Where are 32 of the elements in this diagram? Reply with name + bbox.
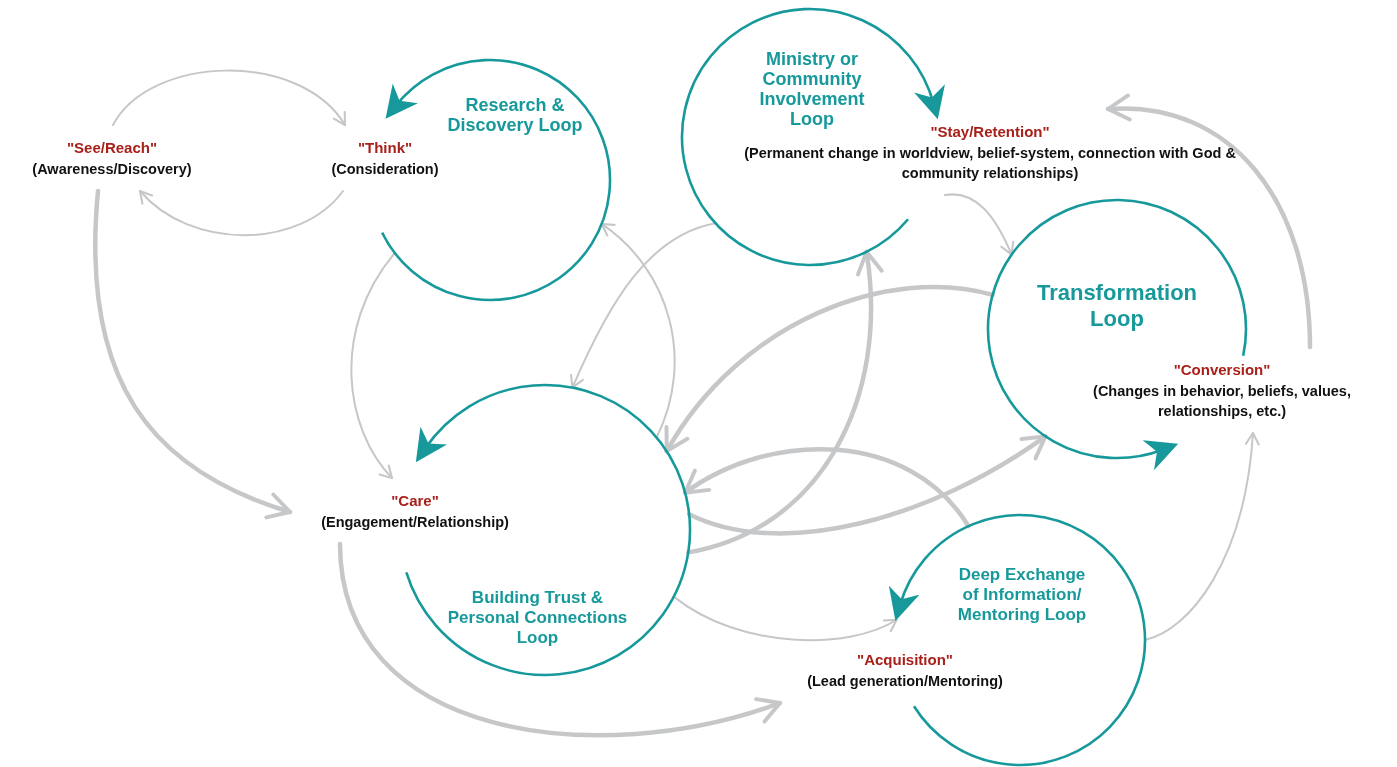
stage-description: (Engagement/Relationship) bbox=[320, 513, 510, 532]
loop-title: Transformation Loop bbox=[1035, 280, 1199, 332]
arrow bbox=[570, 222, 717, 389]
arrow bbox=[1144, 431, 1260, 641]
loop-title: Ministry or Community Involvement Loop bbox=[758, 49, 866, 129]
loop-title: Research & Discovery Loop bbox=[446, 95, 584, 135]
stage-name: "Care" bbox=[390, 491, 440, 511]
arrow bbox=[686, 434, 1048, 536]
stage-name: "See/Reach" bbox=[65, 138, 159, 158]
stage-description: (Permanent change in worldview, belief-system, connection with God & community relationships) bbox=[743, 144, 1237, 183]
arrow bbox=[664, 284, 995, 454]
arrow bbox=[350, 252, 396, 480]
stage-description: (Awareness/Discovery) bbox=[31, 160, 193, 179]
arrow bbox=[672, 595, 898, 642]
stage-name: "Stay/Retention" bbox=[929, 122, 1051, 142]
stage-description: (Lead generation/Mentoring) bbox=[806, 672, 1004, 691]
arrow bbox=[944, 193, 1014, 256]
loop-title: Deep Exchange of Information/ Mentoring Loop bbox=[956, 565, 1088, 625]
stage-description: (Consideration) bbox=[330, 160, 440, 179]
arrow bbox=[337, 541, 783, 738]
stage-name: "Acquisition" bbox=[856, 650, 954, 670]
arrow bbox=[138, 189, 344, 237]
arrow bbox=[93, 188, 293, 519]
arrow bbox=[1105, 95, 1313, 350]
stage-description: (Changes in behavior, beliefs, values, relationships, etc.) bbox=[1092, 382, 1352, 421]
arrow bbox=[112, 69, 347, 127]
stage-name: "Think" bbox=[356, 138, 414, 158]
loop-title: Building Trust & Personal Connections Loop bbox=[446, 588, 629, 648]
arrow bbox=[682, 447, 971, 529]
stage-name: "Conversion" bbox=[1172, 360, 1272, 380]
arrow bbox=[600, 222, 676, 439]
arrow bbox=[686, 249, 883, 555]
